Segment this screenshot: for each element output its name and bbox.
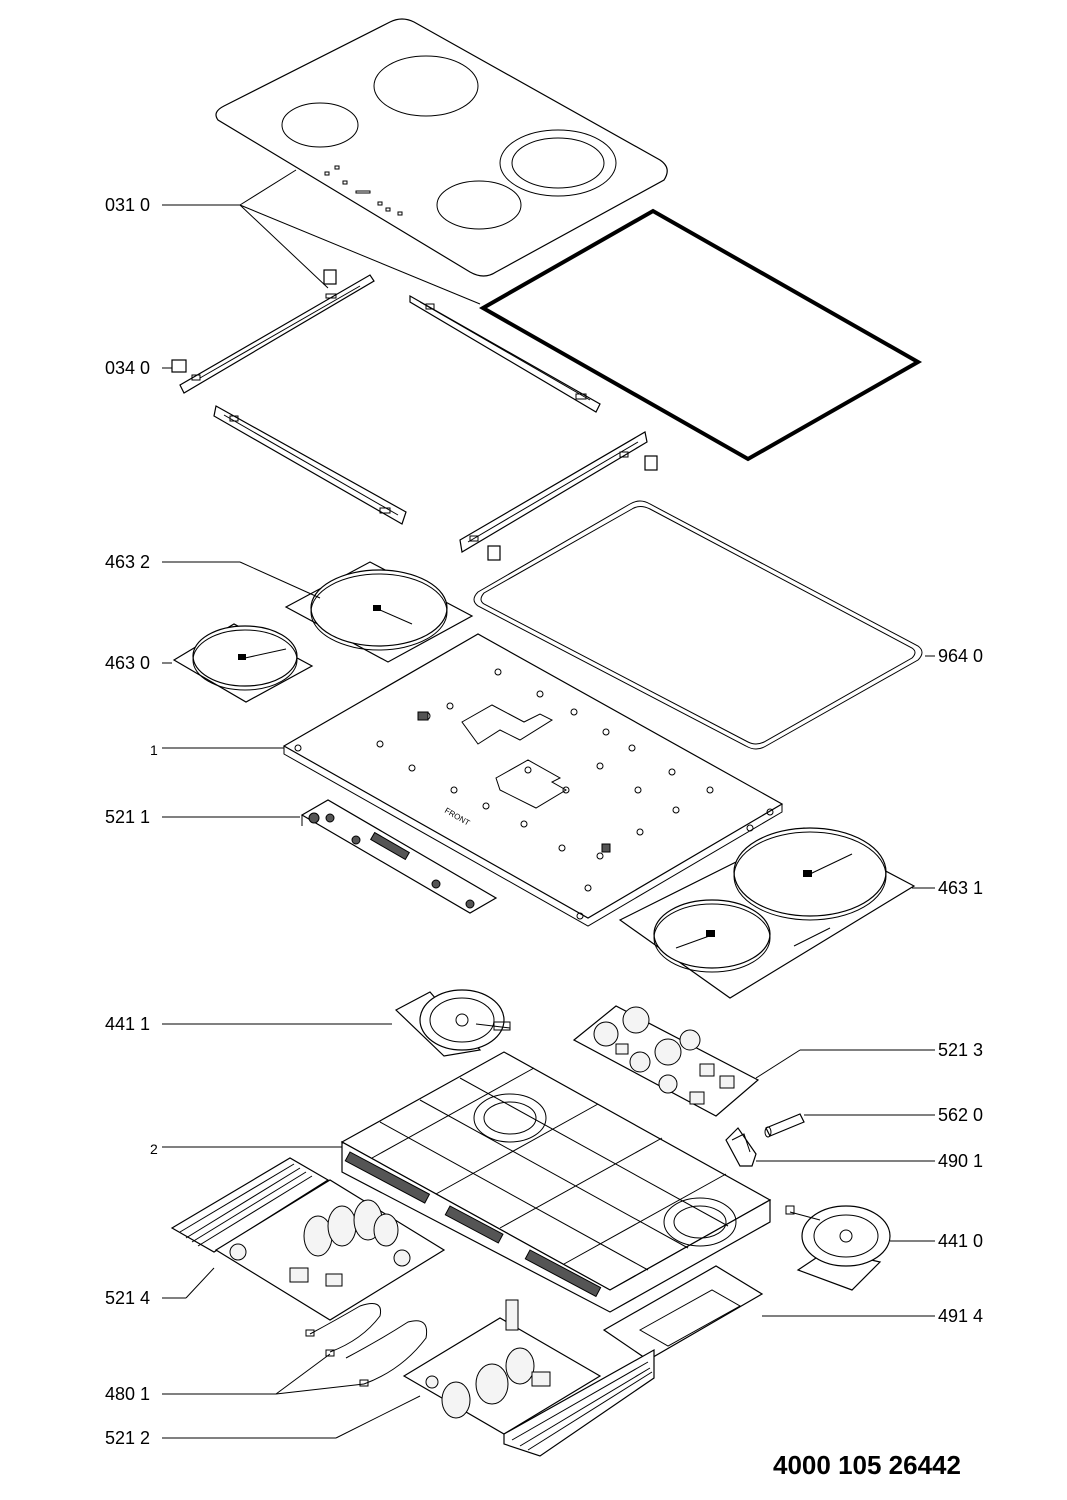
cable-part-480-1: [305, 1303, 428, 1387]
cover-plate-part-491-4: [602, 1265, 764, 1361]
leader-lines: [162, 169, 935, 1439]
power-board-part-521-2: [402, 1299, 655, 1457]
callout-441-0: 441 0: [938, 1231, 984, 1251]
callout-034-0: 034 0: [105, 358, 151, 378]
callout-521-2: 521 2: [105, 1428, 151, 1448]
bracket-part-490-1: [725, 1127, 757, 1167]
glass-cooktop-part: [215, 18, 668, 277]
gasket-964-part: [473, 500, 923, 750]
cooling-fan-part-441-1: [394, 989, 511, 1057]
callout-2: 2: [150, 1141, 158, 1157]
filter-board-part-521-4: [170, 1157, 446, 1321]
frame-rail-left-front: [179, 274, 375, 394]
callout-562-0: 562 0: [938, 1105, 984, 1125]
document-number: 4000 105 26442: [773, 1450, 961, 1480]
control-board-part-521-1: [300, 799, 498, 914]
callout-964-0: 964 0: [938, 646, 984, 666]
glass-gasket-upper: [478, 208, 923, 462]
callout-521-4: 521 4: [105, 1288, 151, 1308]
callout-1: 1: [150, 742, 158, 758]
frame-rail-left-back: [213, 405, 407, 525]
callout-491-4: 491 4: [938, 1306, 984, 1326]
induction-coil-plate-463-2: [284, 561, 474, 663]
fuse-part-562-0: [764, 1113, 805, 1138]
power-board-part-521-3: [572, 1005, 760, 1117]
base-plate-part-1: FRONT: [282, 633, 784, 927]
callout-463-2: 463 2: [105, 552, 151, 572]
cooling-fan-part-441-0: [785, 1205, 891, 1291]
frame-rail-right-back: [409, 294, 601, 413]
callout-031-0: 031 0: [105, 195, 151, 215]
induction-coil-plate-463-1: [618, 827, 916, 999]
callout-480-1: 480 1: [105, 1384, 151, 1404]
callout-463-1: 463 1: [938, 878, 984, 898]
callout-463-0: 463 0: [105, 653, 151, 673]
induction-coil-plate-463-0: [172, 623, 314, 703]
frame-rail-right-front: [459, 431, 648, 553]
callout-441-1: 441 1: [105, 1014, 151, 1034]
callout-521-3: 521 3: [938, 1040, 984, 1060]
callout-490-1: 490 1: [938, 1151, 984, 1171]
callout-521-1: 521 1: [105, 807, 151, 827]
housing-part-2: [340, 1051, 772, 1313]
frame-clip-part: [171, 269, 658, 561]
